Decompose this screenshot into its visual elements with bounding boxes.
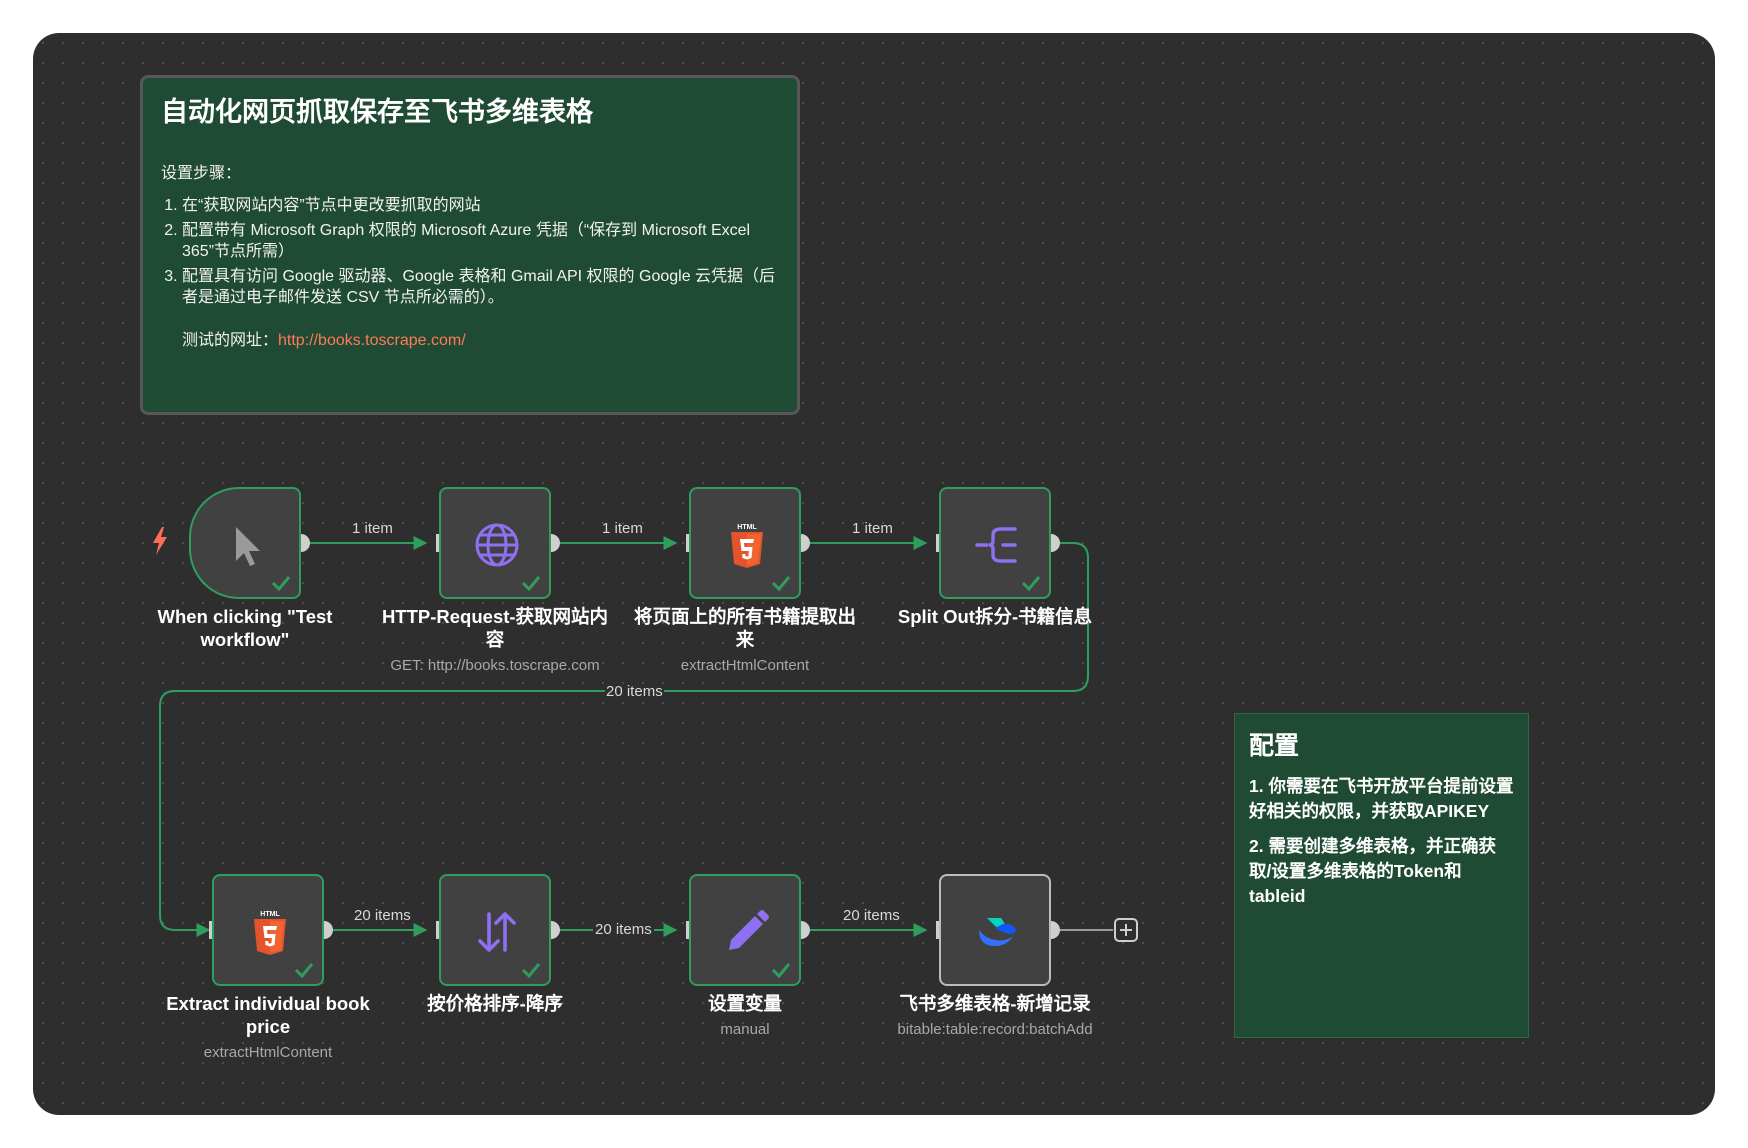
node-title: Extract individual book price <box>166 993 370 1037</box>
cursor-icon <box>236 527 260 566</box>
success-check-icon <box>771 963 791 978</box>
config-item: 1. 你需要在飞书开放平台提前设置好相关的权限，并获取APIKEY <box>1249 776 1514 821</box>
connection-label: 20 items <box>354 907 411 924</box>
connection-label: 1 item <box>852 520 893 537</box>
node-feishu-bitable[interactable] <box>939 874 1051 986</box>
connection-label: 20 items <box>593 921 654 938</box>
node-title: 按价格排序-降序 <box>427 993 563 1014</box>
node-subtitle: manual <box>720 1021 770 1038</box>
split-out-icon <box>975 527 1017 563</box>
node-manual-trigger[interactable] <box>189 487 301 599</box>
steps-label: 设置步骤： <box>161 165 242 182</box>
node-http-request[interactable] <box>439 487 551 599</box>
sticky-note-config[interactable]: 配置 1. 你需要在飞书开放平台提前设置好相关的权限，并获取APIKEY 2. … <box>1234 713 1529 1038</box>
success-check-icon <box>1021 576 1041 591</box>
connection-label: 20 items <box>843 907 900 924</box>
connection-label: 1 item <box>352 520 393 537</box>
config-title: 配置 <box>1249 732 1300 760</box>
node-title: HTTP-Request-获取网站内容 <box>381 606 609 650</box>
node-extract-price[interactable]: HTML <box>212 874 324 986</box>
html5-icon: HTML <box>731 524 763 568</box>
add-node-plus-icon[interactable] <box>1114 918 1138 942</box>
html5-icon: HTML <box>254 911 286 955</box>
trigger-bolt-icon <box>153 527 167 555</box>
node-title: 将页面上的所有书籍提取出来 <box>633 606 856 650</box>
sticky-note-instructions[interactable]: 自动化网页抓取保存至飞书多维表格 设置步骤： 在“获取网站内容”节点中更改要抓取… <box>140 75 800 415</box>
node-title: When clicking "Test workflow" <box>157 606 333 650</box>
success-check-icon <box>521 963 541 978</box>
node-title: 飞书多维表格-新增记录 <box>899 993 1091 1014</box>
step-item: 配置具有访问 Google 驱动器、Google 表格和 Gmail API 权… <box>182 266 779 308</box>
node-html-extract[interactable]: HTML <box>689 487 801 599</box>
config-item: 2. 需要创建多维表格，并正确获取/设置多维表格的Token和tableid <box>1249 836 1496 906</box>
success-check-icon <box>271 576 291 591</box>
step-item: 配置带有 Microsoft Graph 权限的 Microsoft Azure… <box>182 220 779 262</box>
step-item: 在“获取网站内容”节点中更改要抓取的网站 <box>182 195 779 216</box>
node-title: 设置变量 <box>707 993 782 1014</box>
node-split-out[interactable] <box>939 487 1051 599</box>
success-check-icon <box>521 576 541 591</box>
sticky-title: 自动化网页抓取保存至飞书多维表格 <box>161 97 593 127</box>
node-subtitle: extractHtmlContent <box>680 657 810 674</box>
node-subtitle: GET: http://books.toscrape.com <box>390 657 600 674</box>
feishu-bitable-icon <box>979 918 1017 946</box>
test-url-line: 测试的网址：http://books.toscrape.com/ <box>161 326 779 350</box>
connection-4[interactable] <box>159 542 1089 937</box>
pencil-icon <box>729 910 769 950</box>
node-sort[interactable] <box>439 874 551 986</box>
svg-text:HTML: HTML <box>737 524 757 531</box>
globe-icon <box>475 523 519 567</box>
node-subtitle: extractHtmlContent <box>203 1044 333 1061</box>
test-url-label: 测试的网址： <box>182 332 279 349</box>
test-url-link[interactable]: http://books.toscrape.com/ <box>278 332 466 349</box>
success-check-icon <box>294 963 314 978</box>
node-subtitle: bitable:table:record:batchAdd <box>897 1021 1093 1038</box>
svg-text:HTML: HTML <box>260 911 280 918</box>
workflow-canvas[interactable]: 自动化网页抓取保存至飞书多维表格 设置步骤： 在“获取网站内容”节点中更改要抓取… <box>33 33 1715 1115</box>
steps-list: 在“获取网站内容”节点中更改要抓取的网站 配置带有 Microsoft Grap… <box>161 195 779 308</box>
success-check-icon <box>771 576 791 591</box>
node-title: Split Out拆分-书籍信息 <box>897 606 1093 627</box>
connection-label: 20 items <box>605 683 664 700</box>
node-set-variables[interactable] <box>689 874 801 986</box>
connection-label: 1 item <box>602 520 643 537</box>
sort-icon <box>478 912 516 952</box>
